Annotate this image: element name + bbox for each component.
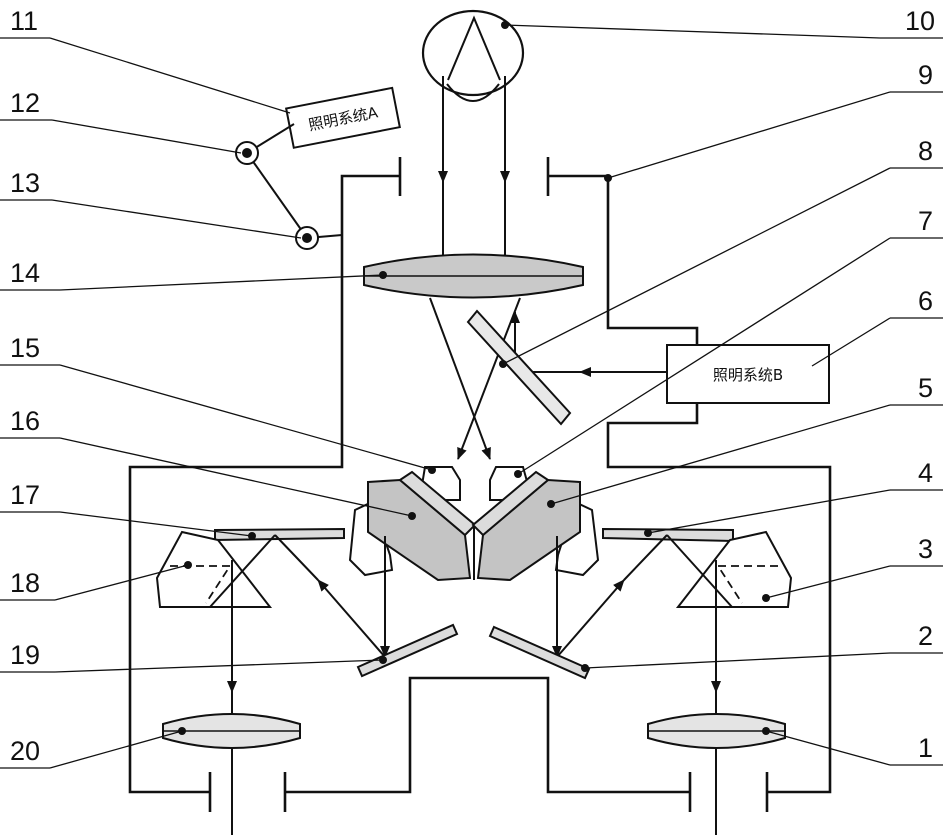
label-11: 11: [10, 6, 38, 36]
label-8: 8: [918, 136, 933, 166]
label-7: 7: [918, 206, 933, 236]
mirror-19: [358, 625, 457, 676]
label-1: 1: [918, 733, 933, 763]
prism-assembly: [350, 467, 598, 580]
objective-lens: [364, 255, 583, 298]
label-14: 14: [10, 258, 40, 288]
label-19: 19: [10, 640, 40, 670]
label-15: 15: [10, 333, 40, 363]
label-6: 6: [918, 286, 933, 316]
side-prism-18: [157, 532, 270, 607]
label-18: 18: [10, 568, 40, 598]
label-17: 17: [10, 480, 40, 510]
label-13: 13: [10, 168, 40, 198]
illumination-b-label: 照明系统B: [713, 366, 783, 384]
label-9: 9: [918, 60, 933, 90]
label-5: 5: [918, 373, 933, 403]
eyepiece-rays: [443, 76, 505, 266]
illumination-system-a: 照明系统A: [286, 88, 400, 148]
label-3: 3: [918, 534, 933, 564]
label-12: 12: [10, 88, 40, 118]
side-optical-paths: [210, 535, 732, 835]
mirror-2: [490, 627, 589, 678]
beam-splitter: [468, 311, 570, 424]
label-20: 20: [10, 736, 40, 766]
illumination-system-b: 照明系统B: [667, 345, 829, 403]
label-16: 16: [10, 406, 40, 436]
label-2: 2: [918, 621, 933, 651]
label-10: 10: [905, 6, 935, 36]
label-4: 4: [918, 458, 933, 488]
